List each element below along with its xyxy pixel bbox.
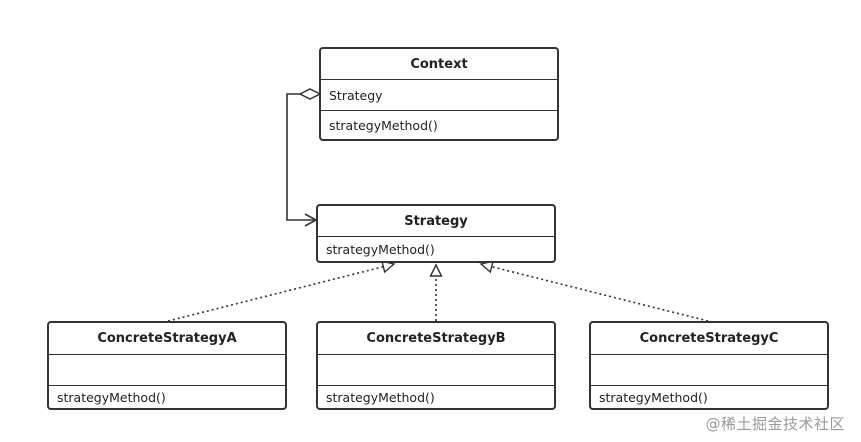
class-context-method: strategyMethod() (329, 117, 438, 133)
aggregation-diamond (298, 88, 322, 100)
aggregation-connector (286, 88, 322, 227)
class-strategy-name: Strategy (318, 206, 554, 237)
class-context-name: Context (321, 49, 557, 80)
class-context-attribute: Strategy (321, 80, 557, 111)
class-concrete-strategy-a-method: strategyMethod() (57, 389, 166, 405)
class-concrete-strategy-c[interactable]: ConcreteStrategyC strategyMethod() (589, 321, 829, 410)
class-concrete-strategy-b-method: strategyMethod() (326, 389, 435, 405)
class-strategy[interactable]: Strategy strategyMethod() (316, 204, 556, 263)
class-concrete-strategy-b-name: ConcreteStrategyB (318, 323, 554, 355)
class-strategy-method: strategyMethod() (326, 241, 435, 257)
class-concrete-strategy-b[interactable]: ConcreteStrategyB strategyMethod() (316, 321, 556, 410)
class-concrete-strategy-c-attributes (591, 355, 827, 386)
class-concrete-strategy-a[interactable]: ConcreteStrategyA strategyMethod() (47, 321, 287, 410)
class-context[interactable]: Context Strategy strategyMethod() (319, 47, 559, 141)
watermark: @稀土掘金技术社区 (705, 415, 845, 433)
class-concrete-strategy-c-name: ConcreteStrategyC (591, 323, 827, 355)
class-concrete-strategy-c-method: strategyMethod() (599, 389, 708, 405)
class-concrete-strategy-b-attributes (318, 355, 554, 386)
class-concrete-strategy-a-name: ConcreteStrategyA (49, 323, 285, 355)
class-concrete-strategy-a-attributes (49, 355, 285, 386)
realization-c-connector (479, 260, 709, 322)
realization-a-connector (167, 260, 396, 322)
